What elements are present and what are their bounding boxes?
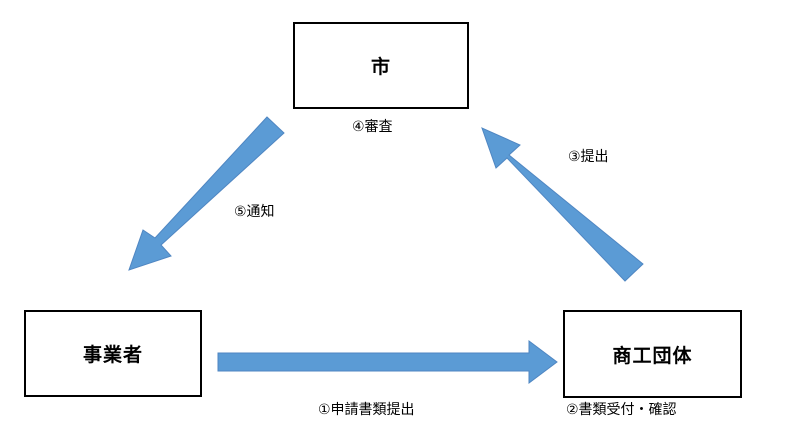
- node-city: 市: [293, 22, 469, 109]
- node-business-label: 事業者: [82, 344, 143, 366]
- arrow-notify: [128, 116, 285, 271]
- label-submit: ③提出: [568, 149, 609, 165]
- node-city-label: 市: [370, 56, 391, 78]
- arrow-apply: [217, 340, 558, 384]
- label-notify: ⑤通知: [234, 204, 275, 220]
- label-receive: ②書類受付・確認: [566, 402, 677, 418]
- label-apply: ①申請書類提出: [318, 402, 415, 418]
- label-review: ④審査: [352, 119, 393, 135]
- arrow-submit: [481, 127, 644, 282]
- node-business: 事業者: [24, 310, 202, 397]
- node-association-label: 商工団体: [612, 344, 693, 367]
- node-association: 商工団体: [563, 310, 742, 398]
